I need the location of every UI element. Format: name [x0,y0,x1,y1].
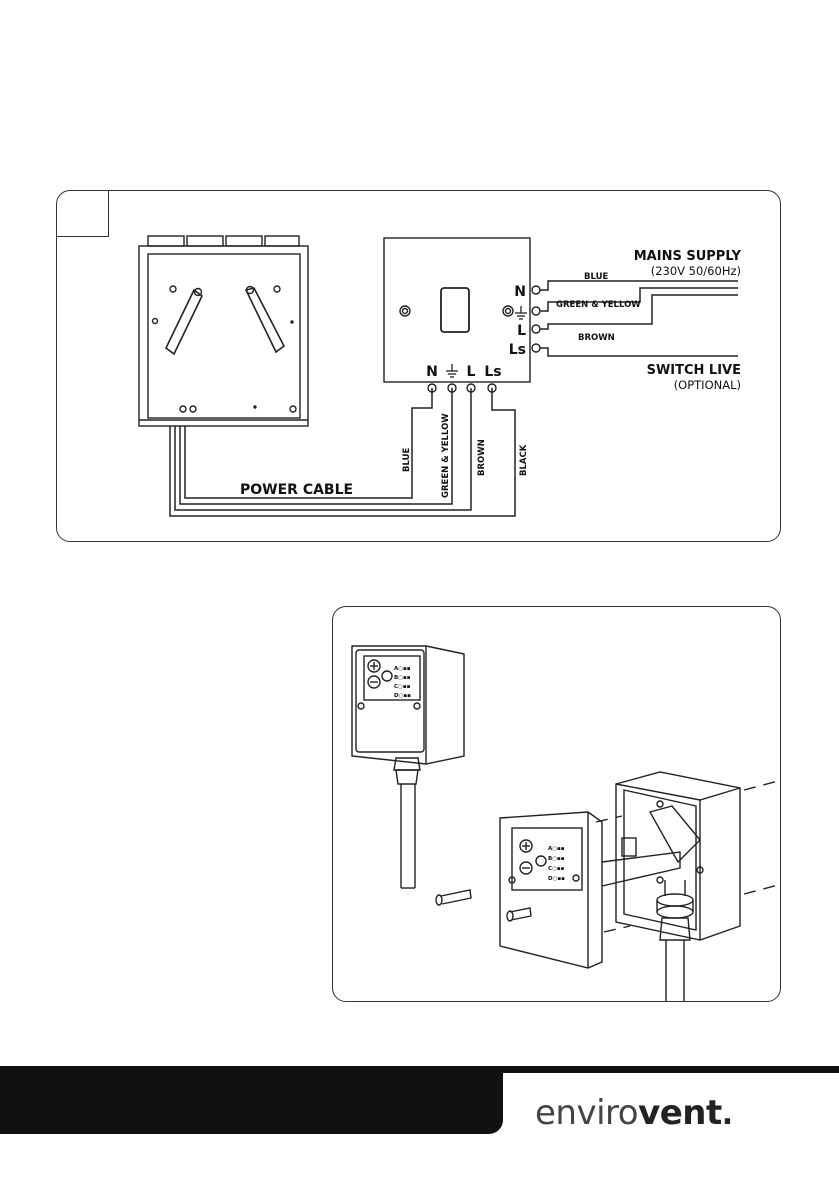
isolator-switch-plate [384,238,530,382]
footer-block [0,1066,503,1134]
brand-logo-part2: vent [638,1093,722,1133]
bottom-terminals [428,384,496,392]
mains-wires [540,281,738,356]
wire-label-green-yellow-right: GREEN & YELLOW [556,300,641,310]
switch-live-note: (OPTIONAL) [674,378,741,392]
terminal-side-l: L [517,323,526,339]
fan-unit [139,236,308,426]
earth-symbol-bottom [446,364,458,377]
mains-supply-label: MAINS SUPPLY [634,249,742,264]
terminal-side-n: N [514,284,526,300]
wire-label-green-yellow-vertical: GREEN & YELLOW [441,413,451,498]
wire-label-blue-right: BLUE [584,272,608,282]
mount-slot-right [246,287,284,353]
mount-slot-left [166,289,202,355]
installation-panel [332,606,781,1002]
wire-label-brown-vertical: BROWN [477,439,487,476]
side-terminals [532,286,540,352]
wire-label-blue-vertical: BLUE [402,448,412,472]
mains-supply-spec: (230V 50/60Hz) [651,264,741,278]
terminal-bottom-l: L [467,364,476,380]
brand-logo-part1: enviro [535,1093,638,1133]
switch-live-label: SWITCH LIVE [647,363,741,378]
earth-symbol-side [515,306,527,319]
terminal-bottom-ls: Ls [484,364,501,380]
terminal-bottom-n: N [426,364,438,380]
brand-logo-dot: . [722,1097,733,1132]
wire-label-brown-right: BROWN [578,333,615,343]
power-cable-label: POWER CABLE [240,482,353,498]
terminal-side-ls: Ls [509,342,526,358]
brand-logo: envirovent. [535,1096,733,1130]
wire-label-black-vertical: BLACK [519,444,529,476]
